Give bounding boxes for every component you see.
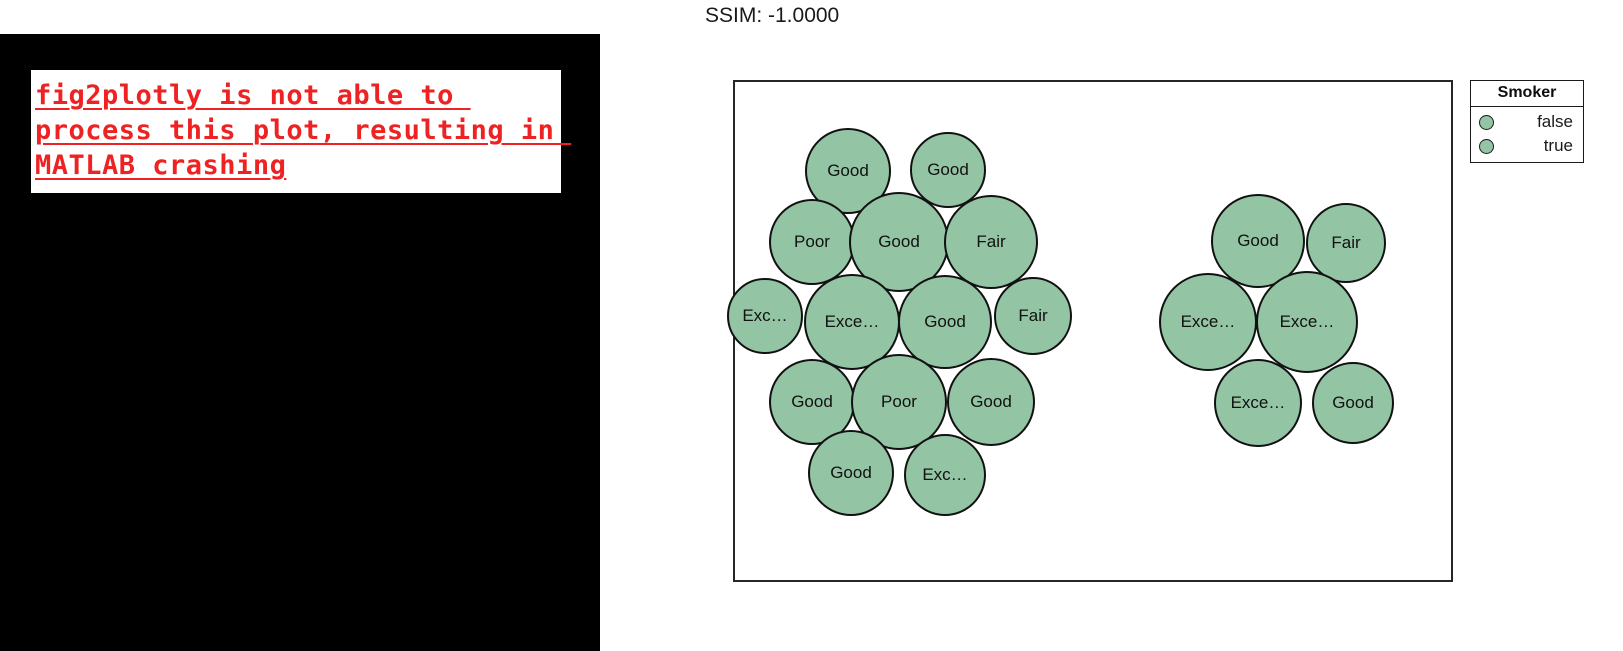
bubble-label: Good: [830, 463, 872, 482]
bubble-label: Fair: [1331, 233, 1361, 252]
bubble-node[interactable]: Poor: [769, 199, 855, 285]
ssim-score-label: SSIM: -1.0000: [705, 4, 840, 27]
legend-row[interactable]: false: [1471, 110, 1583, 134]
bubble-label: Exc…: [742, 306, 788, 325]
legend-row[interactable]: true: [1471, 134, 1583, 158]
bubble-label: Exce…: [1230, 393, 1286, 412]
bubble-node[interactable]: Exc…: [727, 278, 803, 354]
bubble-label: Good: [878, 232, 920, 251]
bubble-label: Exce…: [1180, 312, 1236, 331]
error-message-box: fig2plotly is not able to process this p…: [31, 70, 561, 193]
error-message-text: fig2plotly is not able to process this p…: [35, 80, 572, 181]
bubble-label: Fair: [1018, 306, 1048, 325]
bubble-node[interactable]: Fair: [944, 195, 1038, 289]
bubble-node[interactable]: Fair: [994, 277, 1072, 355]
bubble-label: Good: [1332, 393, 1374, 412]
bubble-label: Good: [827, 161, 869, 180]
bubble-label: Exc…: [922, 465, 968, 484]
bubble-label: Poor: [881, 392, 917, 411]
bubble-label: Good: [924, 312, 966, 331]
bubble-label: Good: [791, 392, 833, 411]
circle-marker-icon: [1479, 114, 1494, 130]
fig2plotly-error-panel: fig2plotly is not able to process this p…: [0, 34, 600, 651]
bubble-node[interactable]: Exce…: [1256, 271, 1358, 373]
bubble-node[interactable]: Good: [1312, 362, 1394, 444]
circle-marker-icon: [1479, 138, 1494, 154]
bubble-node[interactable]: Good: [947, 358, 1035, 446]
bubble-label: Good: [970, 392, 1012, 411]
bubble-node[interactable]: Exce…: [1214, 359, 1302, 447]
bubble-label: Poor: [794, 232, 830, 251]
bubble-label: Good: [1237, 231, 1279, 250]
legend-label: false: [1537, 112, 1573, 131]
legend-label: true: [1543, 136, 1573, 155]
bubble-node[interactable]: Exc…: [904, 434, 986, 516]
bubble-node[interactable]: Fair: [1306, 203, 1386, 283]
legend-entries: false true: [1471, 107, 1583, 162]
bubble-label: Good: [927, 160, 969, 179]
bubble-label: Exce…: [1279, 312, 1335, 331]
bubble-node[interactable]: Exce…: [1159, 273, 1257, 371]
bubble-label: Exce…: [824, 312, 880, 331]
bubble-node[interactable]: Good: [808, 430, 894, 516]
legend-title: Smoker: [1471, 81, 1583, 107]
bubble-label: Fair: [976, 232, 1006, 251]
legend-box: Smoker false true: [1470, 80, 1584, 163]
